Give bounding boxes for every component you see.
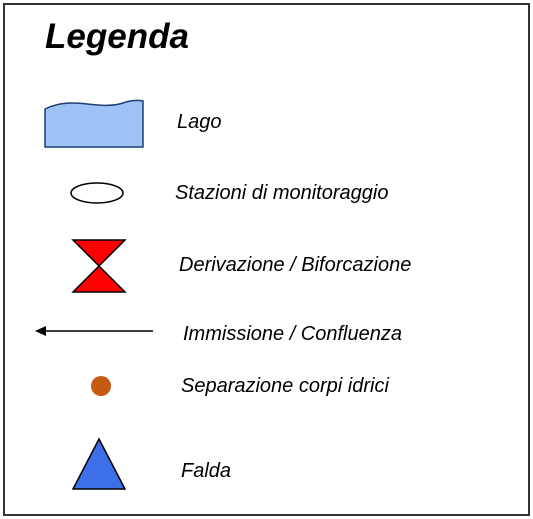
legend-title: Legenda bbox=[45, 17, 189, 56]
legend-label-lago: Lago bbox=[177, 111, 222, 133]
legend-label-falda: Falda bbox=[181, 460, 232, 482]
legend-label-immissione: Immissione / Confluenza bbox=[183, 323, 402, 345]
diversion-hourglass-icon bbox=[71, 239, 127, 293]
aquifer-triangle-icon bbox=[71, 437, 127, 490]
legend-box: Legenda Lago Stazioni di monitoraggio De… bbox=[3, 3, 530, 516]
water-body-separation-dot-icon bbox=[91, 376, 111, 396]
confluence-arrow-icon bbox=[35, 326, 153, 336]
monitoring-station-icon bbox=[70, 182, 124, 204]
lake-icon bbox=[44, 99, 144, 148]
legend-label-derivazione: Derivazione / Biforcazione bbox=[179, 254, 412, 276]
legend-label-separazione: Separazione corpi idrici bbox=[181, 375, 389, 397]
legend-label-stazioni: Stazioni di monitoraggio bbox=[175, 182, 389, 204]
